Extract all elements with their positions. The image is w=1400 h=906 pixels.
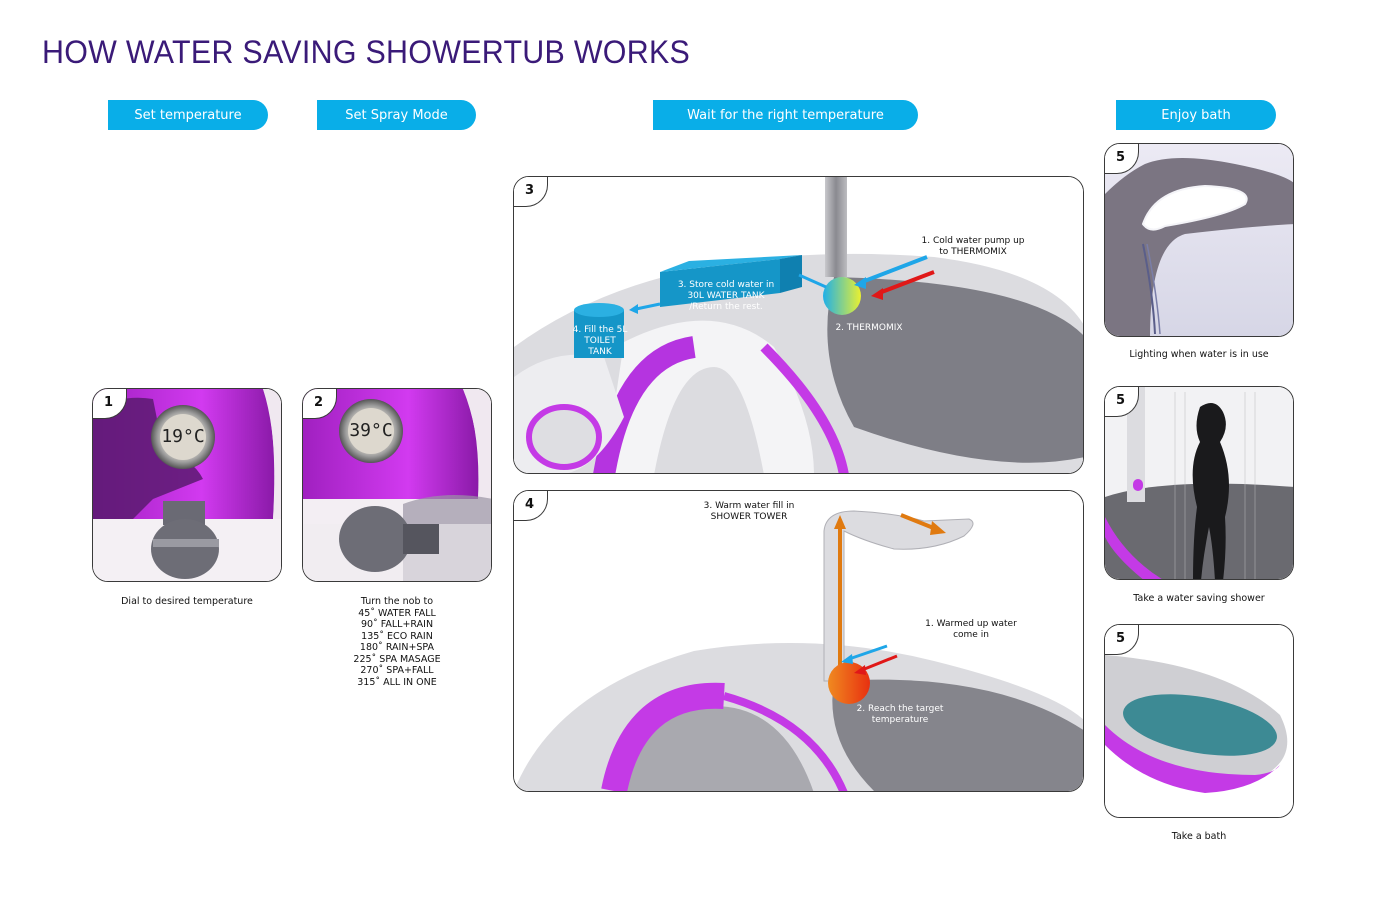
hot-water-arrow — [878, 270, 935, 295]
caption-bath: Take a bath — [1171, 831, 1227, 842]
panel-lighting: 5 — [1104, 143, 1294, 337]
step-label-wait-temperature: Wait for the right temperature — [653, 100, 918, 130]
annotation-cold-water-pump: 1. Cold water pump up to THERMOMIX — [921, 236, 1025, 257]
panel-cold-water-flow: 3 1. Cold water pump up to THERMOMIX 2. … — [513, 176, 1084, 474]
shower-silhouette-illustration — [1105, 387, 1293, 579]
tub-warm-flow-illustration — [514, 491, 1083, 791]
spray-mode-item: 135˚ ECO RAIN — [361, 630, 433, 642]
spray-mode-item: 180˚ RAIN+SPA — [359, 642, 435, 653]
warm-water-shower-arrow — [900, 513, 937, 531]
panel-set-temperature: 1 19°C — [92, 388, 282, 582]
panel-bath: 5 — [1104, 624, 1294, 818]
spray-mode-item: 45˚ WATER FALL — [358, 607, 436, 619]
step-label-enjoy-bath: Enjoy bath — [1116, 100, 1276, 130]
spray-mode-item: 270˚ SPA+FALL — [360, 665, 434, 676]
panel-shower: 5 — [1104, 386, 1294, 580]
spray-mode-item: 90˚ FALL+RAIN — [360, 619, 434, 630]
annotation-warm-water-in: 1. Warmed up water come in — [925, 619, 1017, 640]
step-label-set-temperature: Set temperature — [108, 100, 268, 130]
caption-dial-temperature: Dial to desired temperature — [121, 596, 253, 607]
annotation-thermomix: 2. THERMOMIX — [835, 323, 903, 333]
annotation-fill-toilet-tank: 4. Fill the 5L TOILET TANK — [572, 325, 628, 357]
temperature-display: 19°C — [161, 426, 205, 447]
tub-cold-flow-illustration — [514, 177, 1083, 473]
panel-warm-water-flow: 4 1. Warmed up water come in 2. Reach th… — [513, 490, 1084, 792]
spray-mode-item: 225˚ SPA MASAGE — [353, 653, 441, 665]
temperature-display: 39°C — [349, 420, 393, 441]
caption-lighting: Lighting when water is in use — [1129, 349, 1269, 360]
temperature-dial-illustration — [93, 389, 281, 581]
bathtub-illustration — [1105, 625, 1293, 817]
annotation-shower-tower: 3. Warm water fill in SHOWER TOWER — [703, 501, 795, 522]
caption-spray-modes: Turn the nob to 45˚ WATER FALL 90˚ FALL+… — [320, 596, 474, 688]
page-title: HOW WATER SAVING SHOWERTUB WORKS — [42, 34, 691, 70]
spray-mode-item: 315˚ ALL IN ONE — [357, 676, 437, 688]
annotation-target-temperature: 2. Reach the target temperature — [856, 704, 944, 725]
caption-shower: Take a water saving shower — [1133, 593, 1265, 604]
cold-water-arrow — [861, 255, 928, 284]
step-label-set-spray-mode: Set Spray Mode — [317, 100, 476, 130]
spray-mode-knob-illustration — [303, 389, 491, 581]
annotation-store-cold-water: 3. Store cold water in 30L WATER TANK /R… — [677, 280, 775, 312]
panel-set-spray-mode: 2 39°C — [302, 388, 492, 582]
caption-spray-title: Turn the nob to — [360, 596, 434, 607]
shower-head-light-illustration — [1105, 144, 1293, 336]
